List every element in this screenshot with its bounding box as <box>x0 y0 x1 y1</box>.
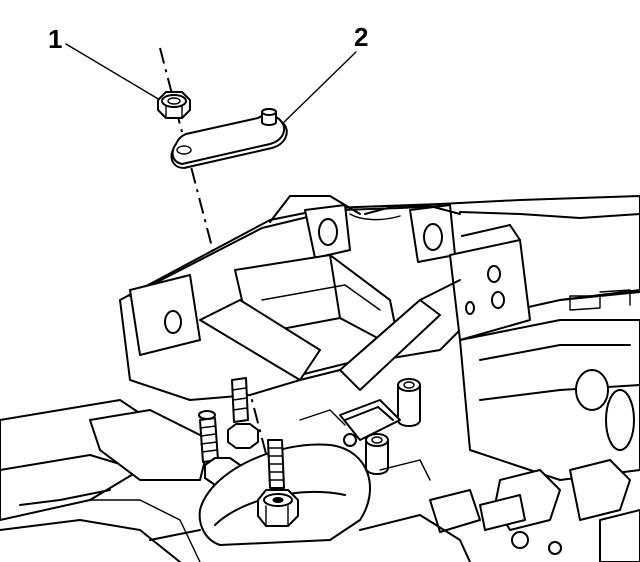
callout-1-number: 1 <box>48 24 62 54</box>
lower-details <box>149 409 562 562</box>
transmission-housing <box>119 195 640 562</box>
callout-1-leader <box>65 43 161 101</box>
fittings <box>198 377 526 533</box>
bracket-part-2 <box>170 108 288 169</box>
lower-left-structure <box>0 399 211 562</box>
shift-stud-assembly <box>198 439 371 546</box>
callout-2-leader <box>279 51 357 127</box>
callout-1: 1 <box>48 24 161 101</box>
callout-2-number: 2 <box>354 22 368 52</box>
nut-part-1 <box>157 91 191 119</box>
callout-2: 2 <box>279 22 368 127</box>
